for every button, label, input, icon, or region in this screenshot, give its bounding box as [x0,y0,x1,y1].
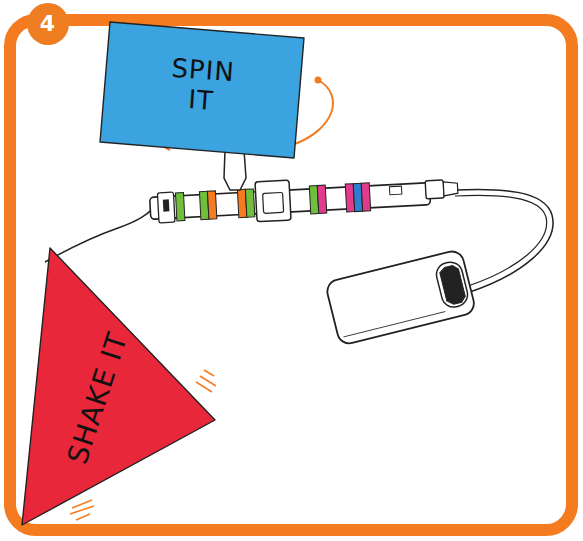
shake-triangle: SHAKE IT [10,240,225,530]
cable [455,189,553,292]
cable-edge [45,203,160,265]
module-chain [149,171,459,227]
step-number-circle: 4 [26,2,70,46]
node-label: 4 [28,11,68,36]
node-label: SPIN IT [155,53,249,119]
battery [325,249,477,346]
spin-card: SPIN IT [98,18,310,163]
circle-fill [27,3,69,45]
servo-horn [224,150,246,190]
frame-border [10,20,572,530]
shape-fill [100,22,304,158]
arc-dot [315,77,322,84]
shape-fill [22,248,215,525]
cable [45,200,160,262]
cable [455,195,547,286]
